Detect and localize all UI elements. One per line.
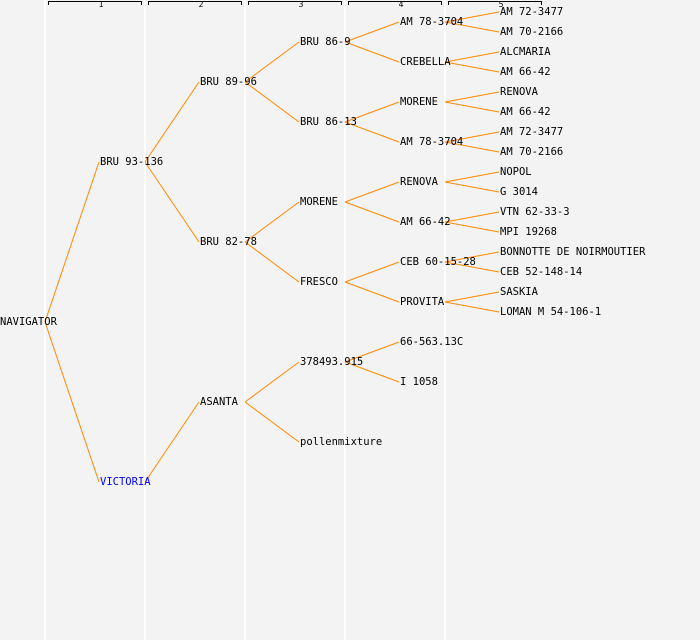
pedigree-edge <box>244 201 300 243</box>
pedigree-edge <box>444 211 500 223</box>
pedigree-edge <box>444 251 500 263</box>
pedigree-edge <box>444 141 500 153</box>
generation-label: 5 <box>498 0 504 9</box>
column-divider <box>344 0 346 640</box>
pedigree-edge <box>444 11 500 23</box>
pedigree-node[interactable]: AM 66-42 <box>500 66 551 78</box>
generation-bracket <box>148 1 242 5</box>
pedigree-node[interactable]: MORENE <box>300 196 338 208</box>
pedigree-node[interactable]: MPI 19268 <box>500 226 557 238</box>
pedigree-node[interactable]: AM 72-3477 <box>500 126 564 138</box>
pedigree-edge <box>344 21 400 43</box>
pedigree-node[interactable]: CREBELLA <box>400 56 451 68</box>
pedigree-edge <box>344 341 400 363</box>
generation-bracket <box>248 1 342 5</box>
pedigree-node[interactable]: ASANTA <box>200 396 238 408</box>
pedigree-node[interactable]: NAVIGATOR <box>0 316 57 328</box>
pedigree-node[interactable]: VICTORIA <box>100 476 151 488</box>
column-divider <box>244 0 246 640</box>
pedigree-node[interactable]: PROVITA <box>400 296 445 308</box>
pedigree-node[interactable]: BRU 82-78 <box>200 236 257 248</box>
pedigree-edge <box>44 161 100 323</box>
pedigree-node[interactable]: RENOVA <box>500 86 538 98</box>
pedigree-edge <box>44 321 100 483</box>
pedigree-node[interactable]: BRU 93-136 <box>100 156 164 168</box>
pedigree-node[interactable]: G 3014 <box>500 186 538 198</box>
pedigree-node[interactable]: BRU 89-96 <box>200 76 257 88</box>
pedigree-node[interactable]: BONNOTTE DE NOIRMOUTIER <box>500 246 646 258</box>
pedigree-edge <box>444 91 500 103</box>
pedigree-edge <box>344 41 400 63</box>
pedigree-edge <box>344 201 400 223</box>
pedigree-node[interactable]: NOPOL <box>500 166 532 178</box>
pedigree-edge <box>444 101 500 113</box>
pedigree-edge <box>144 401 200 483</box>
generation-bracket <box>348 1 442 5</box>
pedigree-edge <box>344 281 400 303</box>
pedigree-edge <box>444 171 500 183</box>
pedigree-edge <box>144 161 200 243</box>
pedigree-node[interactable]: AM 66-42 <box>400 216 451 228</box>
pedigree-node[interactable]: AM 70-2166 <box>500 26 564 38</box>
pedigree-node[interactable]: AM 78-3704 <box>400 16 464 28</box>
pedigree-node[interactable]: BRU 86-13 <box>300 116 357 128</box>
pedigree-node[interactable]: CEB 52-148-14 <box>500 266 583 278</box>
pedigree-node[interactable]: FRESCO <box>300 276 338 288</box>
pedigree-node[interactable]: AM 78-3704 <box>400 136 464 148</box>
pedigree-edge <box>244 361 300 403</box>
pedigree-edge <box>344 181 400 203</box>
pedigree-node[interactable]: AM 70-2166 <box>500 146 564 158</box>
pedigree-node[interactable]: CEB 60-15-28 <box>400 256 476 268</box>
pedigree-edge <box>444 21 500 33</box>
pedigree-edge <box>344 361 400 383</box>
pedigree-node[interactable]: 378493.915 <box>300 356 364 368</box>
pedigree-edge <box>444 131 500 143</box>
pedigree-node[interactable]: VTN 62-33-3 <box>500 206 570 218</box>
generation-label: 2 <box>198 0 204 9</box>
pedigree-edge <box>444 61 500 73</box>
column-divider <box>44 0 46 640</box>
pedigree-edge <box>244 41 300 83</box>
pedigree-node[interactable]: LOMAN M 54-106-1 <box>500 306 602 318</box>
pedigree-node[interactable]: BRU 86-9 <box>300 36 351 48</box>
pedigree-node[interactable]: ALCMARIA <box>500 46 551 58</box>
pedigree-node[interactable]: 66-563.13C <box>400 336 464 348</box>
pedigree-edge <box>244 241 300 283</box>
pedigree-edge <box>344 101 400 123</box>
generation-bracket <box>48 1 142 5</box>
pedigree-edge <box>444 291 500 303</box>
pedigree-node[interactable]: SASKIA <box>500 286 538 298</box>
pedigree-node[interactable]: MORENE <box>400 96 438 108</box>
pedigree-node[interactable]: I 1058 <box>400 376 438 388</box>
pedigree-edge <box>444 301 500 313</box>
pedigree-node[interactable]: AM 72-3477 <box>500 6 564 18</box>
column-divider <box>444 0 446 640</box>
pedigree-edge <box>344 121 400 143</box>
pedigree-node[interactable]: RENOVA <box>400 176 438 188</box>
generation-bracket <box>448 1 542 5</box>
generation-label: 3 <box>298 0 304 9</box>
pedigree-edge <box>444 261 500 273</box>
pedigree-edge <box>244 401 300 443</box>
pedigree-edge <box>144 81 200 163</box>
pedigree-edge <box>444 181 500 193</box>
generation-label: 1 <box>98 0 104 9</box>
pedigree-edge <box>344 261 400 283</box>
pedigree-edge <box>444 51 500 63</box>
pedigree-edge <box>244 81 300 123</box>
column-divider <box>144 0 146 640</box>
pedigree-edge <box>444 221 500 233</box>
generation-label: 4 <box>398 0 404 9</box>
pedigree-node[interactable]: pollenmixture <box>300 436 383 448</box>
pedigree-node[interactable]: AM 66-42 <box>500 106 551 118</box>
